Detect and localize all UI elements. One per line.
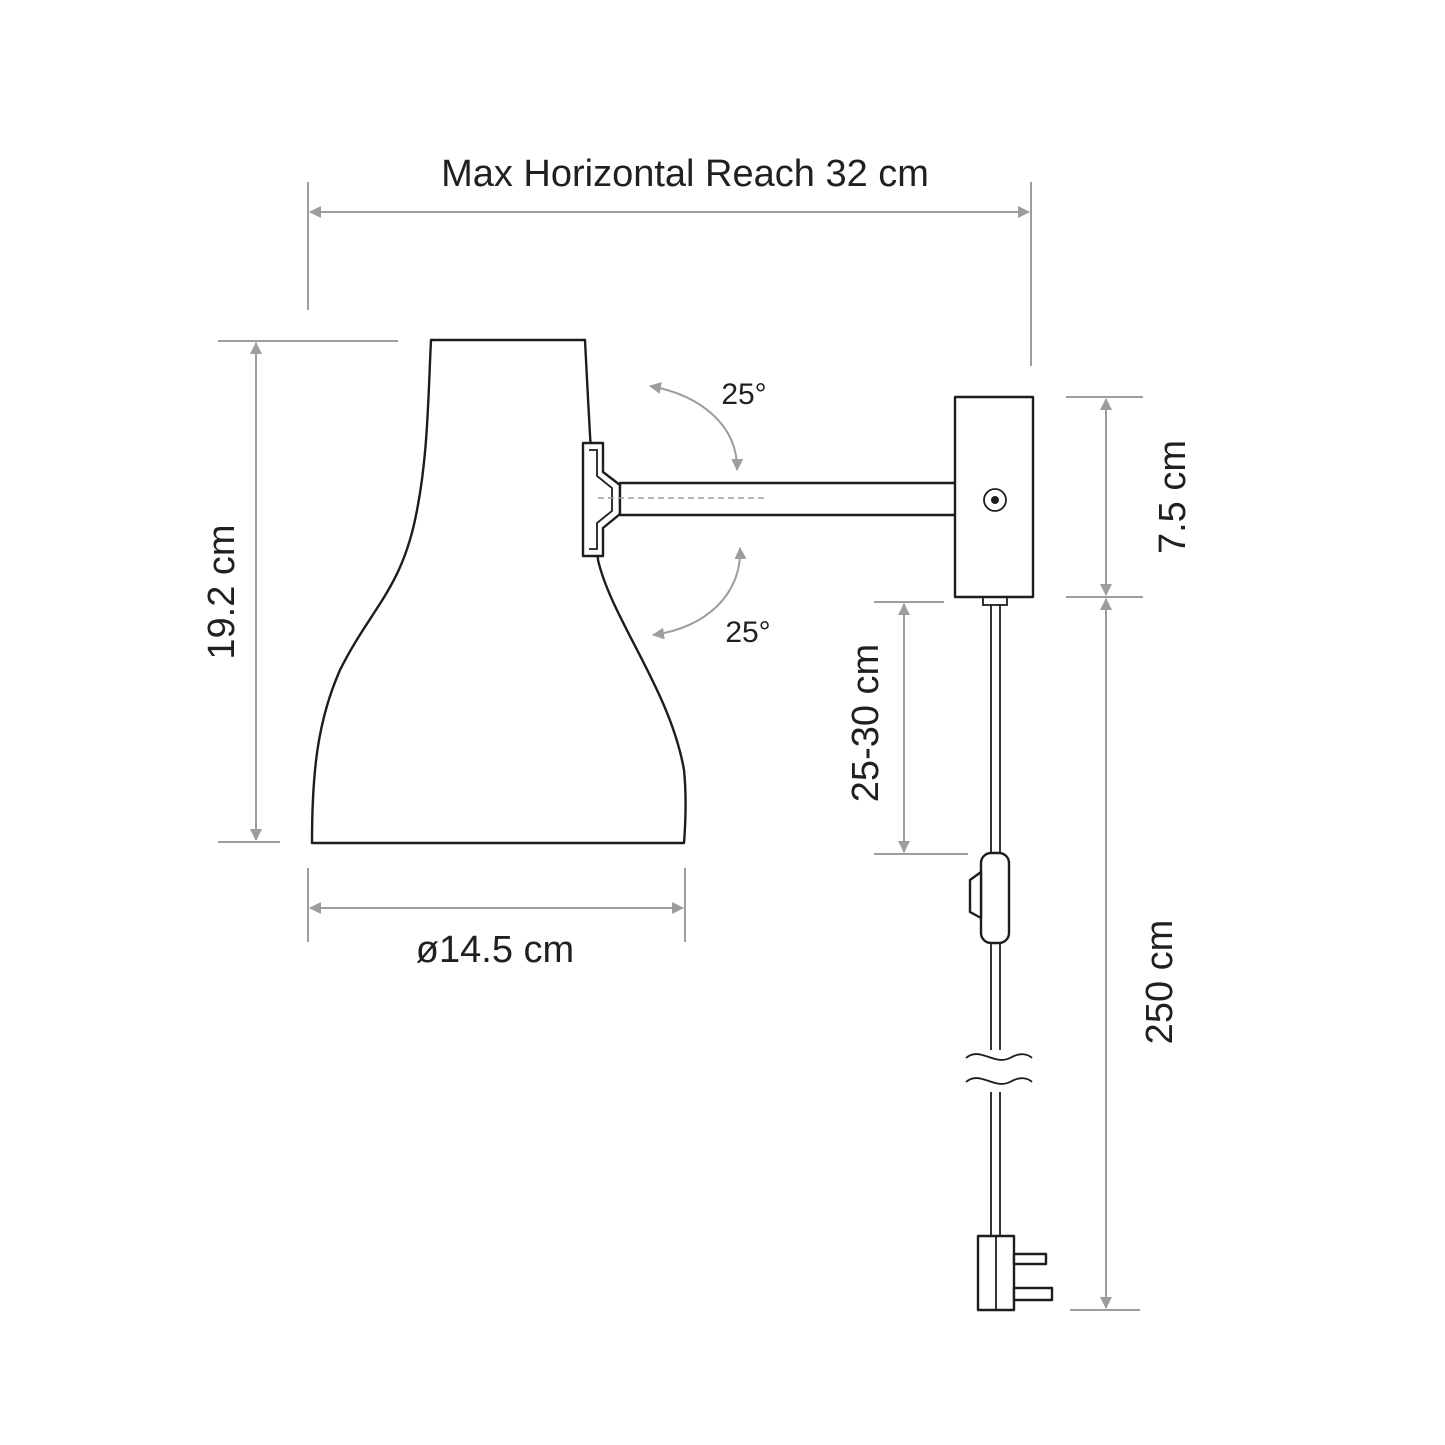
knuckle-plate xyxy=(581,441,622,558)
switch-distance-dimension: 25-30 cm xyxy=(845,601,968,855)
tilt-down-indicator: 25° xyxy=(652,547,771,649)
backplate-screw-icon xyxy=(983,488,1007,512)
plug-pin-top xyxy=(1012,1252,1048,1266)
switch-distance-label: 25-30 cm xyxy=(845,644,887,802)
power-cable xyxy=(960,605,1035,1237)
knuckle-inner-line xyxy=(589,449,613,550)
cable-break-bottom xyxy=(965,1077,1033,1085)
tilt-down-label: 25° xyxy=(725,616,770,649)
arm-tube xyxy=(618,481,958,517)
backplate-height-label: 7.5 cm xyxy=(1152,440,1194,554)
uk-plug xyxy=(976,1234,1054,1312)
backplate-screw-center xyxy=(991,496,999,504)
shade-joint xyxy=(581,441,622,558)
inline-switch xyxy=(979,851,1011,945)
max-reach-dimension: Max Horizontal Reach 32 cm xyxy=(307,153,1032,366)
switch-rocker-icon xyxy=(968,870,983,920)
shade-height-dimension: 19.2 cm xyxy=(201,340,398,843)
shade-height-label: 19.2 cm xyxy=(201,524,243,659)
cable-grommet xyxy=(982,596,1008,606)
cable-length-label: 250 cm xyxy=(1139,920,1181,1045)
max-reach-label: Max Horizontal Reach 32 cm xyxy=(441,153,929,195)
tilt-up-indicator: 25° xyxy=(649,378,767,471)
backplate-height-dimension: 7.5 cm xyxy=(1066,396,1194,598)
plug-pin-bottom xyxy=(1012,1286,1054,1302)
cable-break-mask xyxy=(960,1050,1035,1092)
wall-backplate xyxy=(953,395,1035,606)
tilt-up-arc xyxy=(649,382,744,471)
tilt-up-label: 25° xyxy=(721,378,766,411)
shade-diameter-dimension: ø14.5 cm xyxy=(307,868,686,971)
cable-length-dimension: 250 cm xyxy=(1070,598,1181,1311)
cable-break-top xyxy=(965,1053,1033,1061)
shade-diameter-label: ø14.5 cm xyxy=(416,929,574,971)
lamp-shade xyxy=(310,338,687,845)
lamp-arm xyxy=(598,481,958,517)
tilt-down-arc xyxy=(652,547,747,640)
